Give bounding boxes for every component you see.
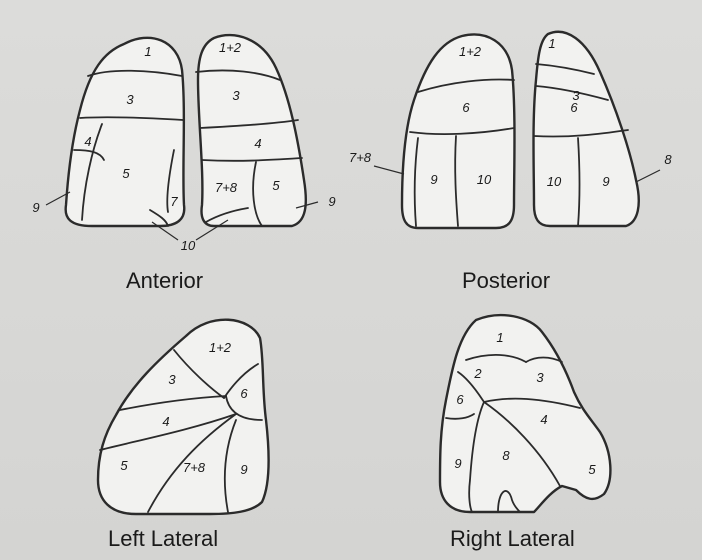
anterior-right-seg-3: 3 [232,88,240,103]
right-lateral-seg-9: 9 [454,456,461,471]
right-lateral-lobe [440,315,610,512]
posterior-left-seg-6: 6 [462,100,470,115]
anterior-left-seg-5: 5 [122,166,130,181]
posterior-right-seg-8: 8 [664,152,672,167]
anterior-seg-10: 10 [181,238,196,253]
left-lateral-seg-78: 7+8 [183,460,206,475]
anterior-left-seg-7: 7 [170,194,178,209]
posterior-right-seg-6-visible: 6 [570,100,578,115]
posterior-left-seg-9: 9 [430,172,437,187]
left-lateral-seg-6: 6 [240,386,248,401]
anterior-right-seg-5: 5 [272,178,280,193]
anterior-right-seg-12: 1+2 [219,40,242,55]
anterior-view: 1 3 4 5 7 9 1+2 3 4 7+8 5 9 10 [32,35,335,253]
left-lateral-seg-9: 9 [240,462,247,477]
right-lateral-seg-4: 4 [540,412,547,427]
left-lateral-seg-12: 1+2 [209,340,232,355]
posterior-title: Posterior [462,268,550,294]
anterior-right-seg-9: 9 [328,194,335,209]
posterior-right-lobe [534,32,639,226]
anterior-right-seg-4: 4 [254,136,261,151]
posterior-lead-8 [636,170,660,182]
right-lateral-seg-3: 3 [536,370,544,385]
left-lateral-seg-5: 5 [120,458,128,473]
posterior-left-seg-78: 7+8 [349,150,372,165]
right-lateral-seg-6: 6 [456,392,464,407]
right-lateral-seg-2: 2 [473,366,482,381]
anterior-left-seg-1: 1 [144,44,151,59]
posterior-left-seg-12: 1+2 [459,44,482,59]
right-lateral-view: 1 2 3 6 4 9 8 5 [440,315,610,512]
right-lateral-seg-5: 5 [588,462,596,477]
left-lateral-view: 1+2 3 6 4 5 7+8 9 [98,320,269,514]
anterior-title: Anterior [126,268,203,294]
anterior-left-seg-4: 4 [84,134,91,149]
right-lateral-title: Right Lateral [450,526,575,552]
anterior-left-seg-9: 9 [32,200,39,215]
left-lateral-title: Left Lateral [108,526,218,552]
anterior-right-seg-78: 7+8 [215,180,238,195]
right-lateral-seg-8: 8 [502,448,510,463]
anterior-right-lobe [198,35,306,226]
posterior-lead-78 [374,166,404,174]
left-lateral-seg-4: 4 [162,414,169,429]
posterior-right-seg-9: 9 [602,174,609,189]
posterior-view: 1+2 6 7+8 9 10 1 3 6 6 8 10 9 [349,32,672,228]
left-lateral-seg-3: 3 [168,372,176,387]
right-lateral-seg-1: 1 [496,330,503,345]
posterior-right-seg-10: 10 [547,174,562,189]
anterior-left-seg-3: 3 [126,92,134,107]
posterior-right-seg-1: 1 [548,36,555,51]
posterior-left-seg-10: 10 [477,172,492,187]
